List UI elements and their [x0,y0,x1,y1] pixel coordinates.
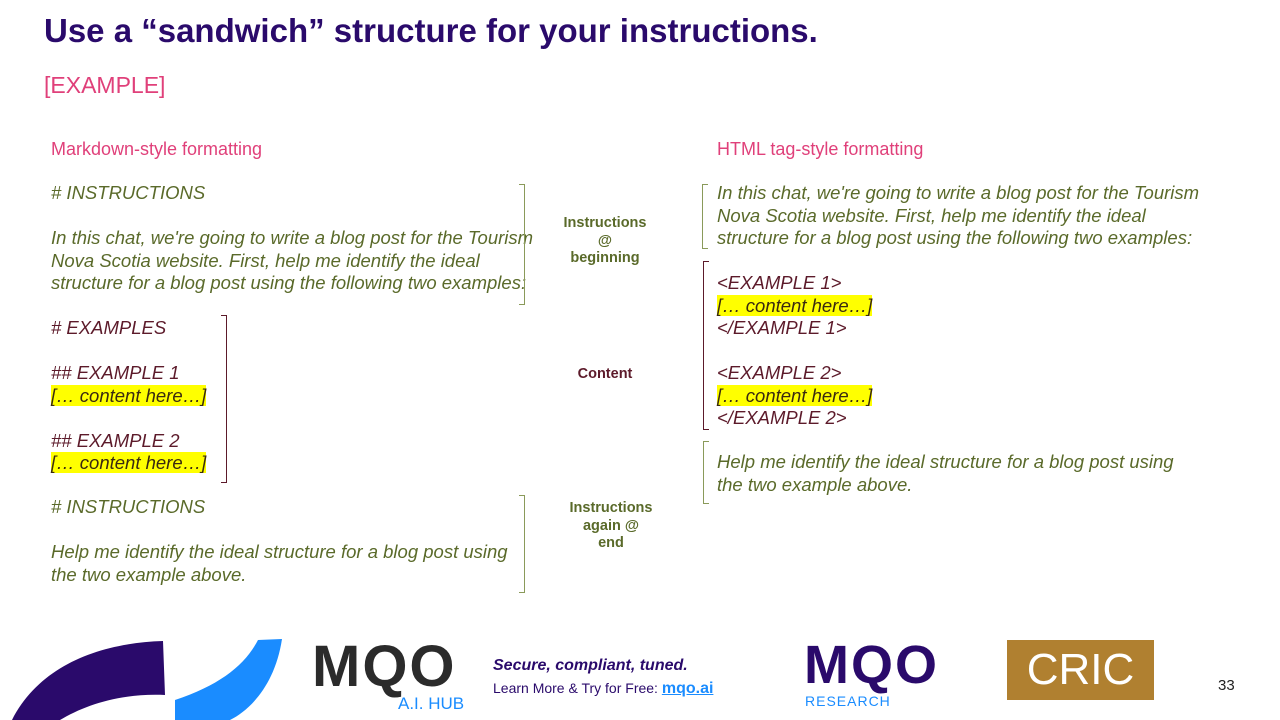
label-beginning: Instructions @ beginning [550,215,660,268]
label-line: again @ [582,517,640,534]
label-line: Instructions [569,500,653,516]
end-header: # INSTRUCTIONS [51,496,206,517]
right-bracket-end [703,441,709,504]
example-2-header: ## EXAMPLE 2 [51,429,180,451]
mqo-research-logo: MQO [804,635,939,695]
right-bracket-content [703,261,709,430]
example-2-open-tag: <EXAMPLE 2> [717,362,842,383]
mqo-ai-hub-logo: MQO [312,634,457,699]
right-end-instructions: Help me identify the ideal structure for… [717,451,1174,496]
label-line: end [598,535,624,551]
bracket-beginning [519,184,525,305]
examples-header: # EXAMPLES [51,317,167,338]
text-line: Help me identify the ideal structure for… [717,451,1174,472]
mqo-research-logo-sub: RESEARCH [805,693,891,709]
example-1-close-tag: </EXAMPLE 1> [717,317,847,338]
label-line: beginning [570,250,640,266]
decorative-arcs-logo [12,639,282,720]
text-line: Help me identify the ideal structure for… [51,541,508,562]
left-heading: Markdown-style formatting [51,139,263,159]
left-instructions: # INSTRUCTIONS In this chat, we're going… [51,182,533,295]
left-end-instructions: # INSTRUCTIONS Help me identify the idea… [51,496,508,586]
slide-title: Use a “sandwich” structure for your inst… [44,12,818,49]
label-line: Instructions [563,215,647,231]
tagline: Secure, compliant, tuned. [493,657,688,674]
example-2-close-tag: </EXAMPLE 2> [717,407,847,428]
label-content: Content [577,366,633,382]
example-2-content: [… content here…] [51,452,207,473]
bracket-end [519,495,525,593]
text-line: In this chat, we're going to write a blo… [717,182,1200,203]
cric-logo: CRIC [1007,640,1154,700]
learn-more: Learn More & Try for Free: mqo.ai [493,680,713,698]
text-line: the two example above. [717,473,913,495]
example-1-open-tag: <EXAMPLE 1> [717,272,842,293]
example-1-header: ## EXAMPLE 1 [51,362,180,383]
example-tag: [EXAMPLE] [44,72,166,98]
text-line: Nova Scotia website. First, help me iden… [51,249,480,271]
text-line: Nova Scotia website. First, help me iden… [717,204,1146,226]
text-line: structure for a blog post using the foll… [717,227,1193,248]
instr-header: # INSTRUCTIONS [51,182,206,203]
right-examples: <EXAMPLE 1> [… content here…] </EXAMPLE … [717,272,873,430]
text-line: In this chat, we're going to write a blo… [51,227,534,248]
learn-more-text: Learn More & Try for Free: [493,680,662,696]
example-2-content: [… content here…] [717,384,873,406]
left-examples: # EXAMPLES ## EXAMPLE 1 [… content here…… [51,317,207,475]
page-number: 33 [1218,677,1235,694]
example-1-content: [… content here…] [51,384,207,406]
right-instructions: In this chat, we're going to write a blo… [717,182,1199,250]
text-line: structure for a blog post using the foll… [51,272,527,293]
right-bracket-beginning [702,184,708,249]
right-heading: HTML tag-style formatting [717,139,924,159]
mqo-link[interactable]: mqo.ai [661,680,714,697]
bracket-content [221,315,227,483]
example-1-content: [… content here…] [717,294,873,316]
mqo-ai-hub-logo-sub: A.I. HUB [398,694,465,713]
label-line: @ [597,232,613,249]
label-end: Instructions again @ end [556,500,666,553]
text-line: the two example above. [51,563,247,585]
